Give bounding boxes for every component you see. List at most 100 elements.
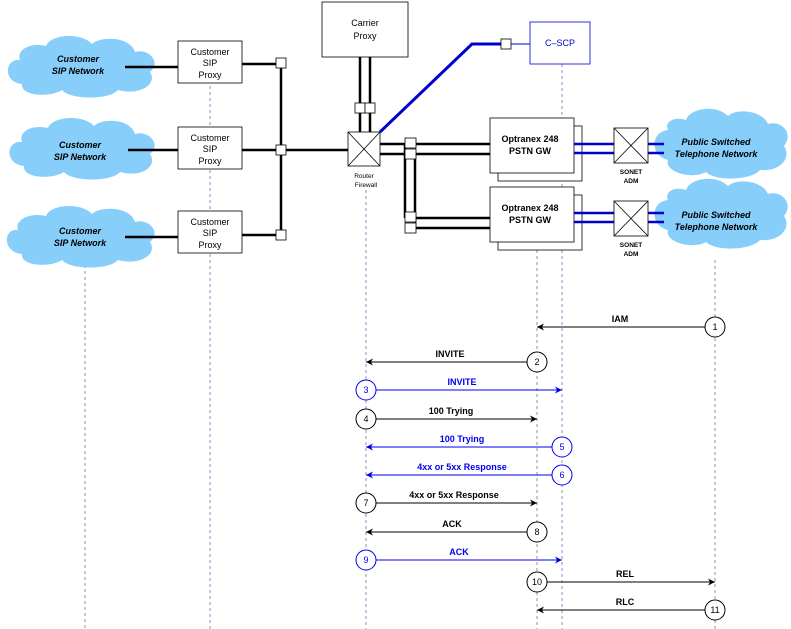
message-label: 4xx or 5xx Response	[417, 462, 507, 472]
cloud-label-line1: Customer	[59, 226, 102, 236]
proxy-label-line3: Proxy	[198, 156, 222, 166]
step-number: 6	[559, 470, 564, 480]
cloud-label-line2: SIP Network	[54, 238, 107, 248]
sonet-adm-2: SONET ADM	[613, 200, 649, 258]
gateway-adm-links	[574, 142, 664, 224]
step-number-circle	[551, 436, 573, 458]
step-number: 5	[559, 442, 564, 452]
cloud-label-line1: Public Switched	[681, 210, 751, 220]
c-scp-label: C–SCP	[545, 38, 575, 48]
router-firewall: Router Firewall	[347, 131, 381, 189]
carrier-proxy-line1: Carrier	[351, 18, 379, 28]
message-9: 9 ACK	[355, 547, 562, 571]
step-number-circle	[551, 464, 573, 486]
message-label: 100 Trying	[429, 406, 474, 416]
lifelines	[84, 64, 716, 629]
cloud-label-line1: Customer	[59, 140, 102, 150]
message-7: 7 4xx or 5xx Response	[355, 490, 537, 514]
proxy-label-line1: Customer	[190, 217, 229, 227]
step-number: 11	[710, 605, 719, 615]
adm-label-line1: SONET	[620, 242, 642, 249]
adm-label-line2: ADM	[624, 251, 639, 258]
router-gateway-connectors	[404, 137, 417, 234]
proxy-label-line1: Customer	[190, 133, 229, 143]
gateway-label-line2: PSTN GW	[509, 215, 552, 225]
customer-sip-proxy-1: Customer SIP Proxy	[177, 40, 243, 84]
message-5: 5 100 Trying	[366, 434, 573, 458]
message-label: INVITE	[447, 377, 476, 387]
message-4: 4 100 Trying	[355, 406, 537, 430]
customer-sip-proxy-3: Customer SIP Proxy	[177, 210, 243, 254]
cloud-label-line2: SIP Network	[52, 66, 105, 76]
step-number: 9	[363, 555, 368, 565]
router-gateway-links	[380, 142, 490, 230]
optranex-gateway-2: Optranex 248 PSTN GW	[489, 186, 583, 251]
cloud-label-line1: Public Switched	[681, 137, 751, 147]
step-number: 4	[363, 414, 368, 424]
message-label: IAM	[612, 314, 629, 324]
proxy-label-line1: Customer	[190, 47, 229, 57]
optranex-gateway-1: Optranex 248 PSTN GW	[489, 117, 583, 182]
step-number: 2	[534, 357, 539, 367]
message-label: REL	[616, 569, 635, 579]
message-label: 4xx or 5xx Response	[409, 490, 499, 500]
step-number-circle	[704, 599, 726, 621]
proxy-label-line2: SIP	[203, 228, 218, 238]
carrier-proxy-connectors	[354, 102, 376, 114]
step-number: 1	[712, 322, 717, 332]
message-label: 100 Trying	[440, 434, 485, 444]
customer-sip-network-cloud-2: Customer SIP Network	[9, 117, 155, 180]
router-label-line2: Firewall	[355, 182, 378, 189]
proxy-label-line3: Proxy	[198, 70, 222, 80]
customer-sip-proxy-2: Customer SIP Proxy	[177, 126, 243, 170]
gateway-label-line1: Optranex 248	[501, 134, 558, 144]
sonet-adm-1: SONET ADM	[613, 127, 649, 185]
step-number: 10	[532, 577, 542, 587]
proxy-label-line3: Proxy	[198, 240, 222, 250]
message-3: 3 INVITE	[355, 377, 562, 401]
message-8: 8 ACK	[366, 519, 548, 543]
step-number-circle	[355, 379, 377, 401]
step-number-circle	[526, 351, 548, 373]
message-2: 2 INVITE	[366, 349, 548, 373]
message-6: 6 4xx or 5xx Response	[366, 462, 573, 486]
pstn-cloud-1: Public Switched Telephone Network	[654, 108, 788, 179]
cloud-label-line2: SIP Network	[54, 152, 107, 162]
step-number-circle	[355, 549, 377, 571]
step-number-circle	[526, 571, 548, 593]
step-number-circle	[704, 316, 726, 338]
step-number: 8	[534, 527, 539, 537]
router-label-line1: Router	[354, 173, 374, 180]
step-number: 3	[363, 385, 368, 395]
cloud-proxy-links	[125, 65, 178, 239]
proxy-label-line2: SIP	[203, 58, 218, 68]
customer-sip-network-cloud-1: Customer SIP Network	[7, 35, 155, 98]
gateway-label-line1: Optranex 248	[501, 203, 558, 213]
message-label: ACK	[442, 519, 462, 529]
adm-label-line1: SONET	[620, 169, 642, 176]
pstn-cloud-2: Public Switched Telephone Network	[654, 178, 788, 249]
gateway-label-line2: PSTN GW	[509, 146, 552, 156]
bus-connectors	[275, 57, 287, 241]
message-label: ACK	[449, 547, 469, 557]
adm-label-line2: ADM	[624, 178, 639, 185]
carrier-proxy-link	[358, 57, 372, 132]
cloud-label-line2: Telephone Network	[675, 149, 759, 159]
step-number-circle	[355, 492, 377, 514]
carrier-proxy-line2: Proxy	[353, 31, 377, 41]
step-number-circle	[526, 521, 548, 543]
step-number-circle	[355, 408, 377, 430]
message-1: 1 IAM	[537, 314, 726, 338]
proxy-bus-links	[242, 62, 348, 237]
customer-sip-network-cloud-3: Customer SIP Network	[6, 205, 155, 268]
proxy-label-line2: SIP	[203, 144, 218, 154]
carrier-proxy: Carrier Proxy	[321, 1, 409, 58]
c-scp-node: C–SCP	[529, 21, 591, 65]
message-label: INVITE	[435, 349, 464, 359]
step-number: 7	[363, 498, 368, 508]
cloud-label-line1: Customer	[57, 54, 100, 64]
message-10: 10 REL	[526, 569, 715, 593]
